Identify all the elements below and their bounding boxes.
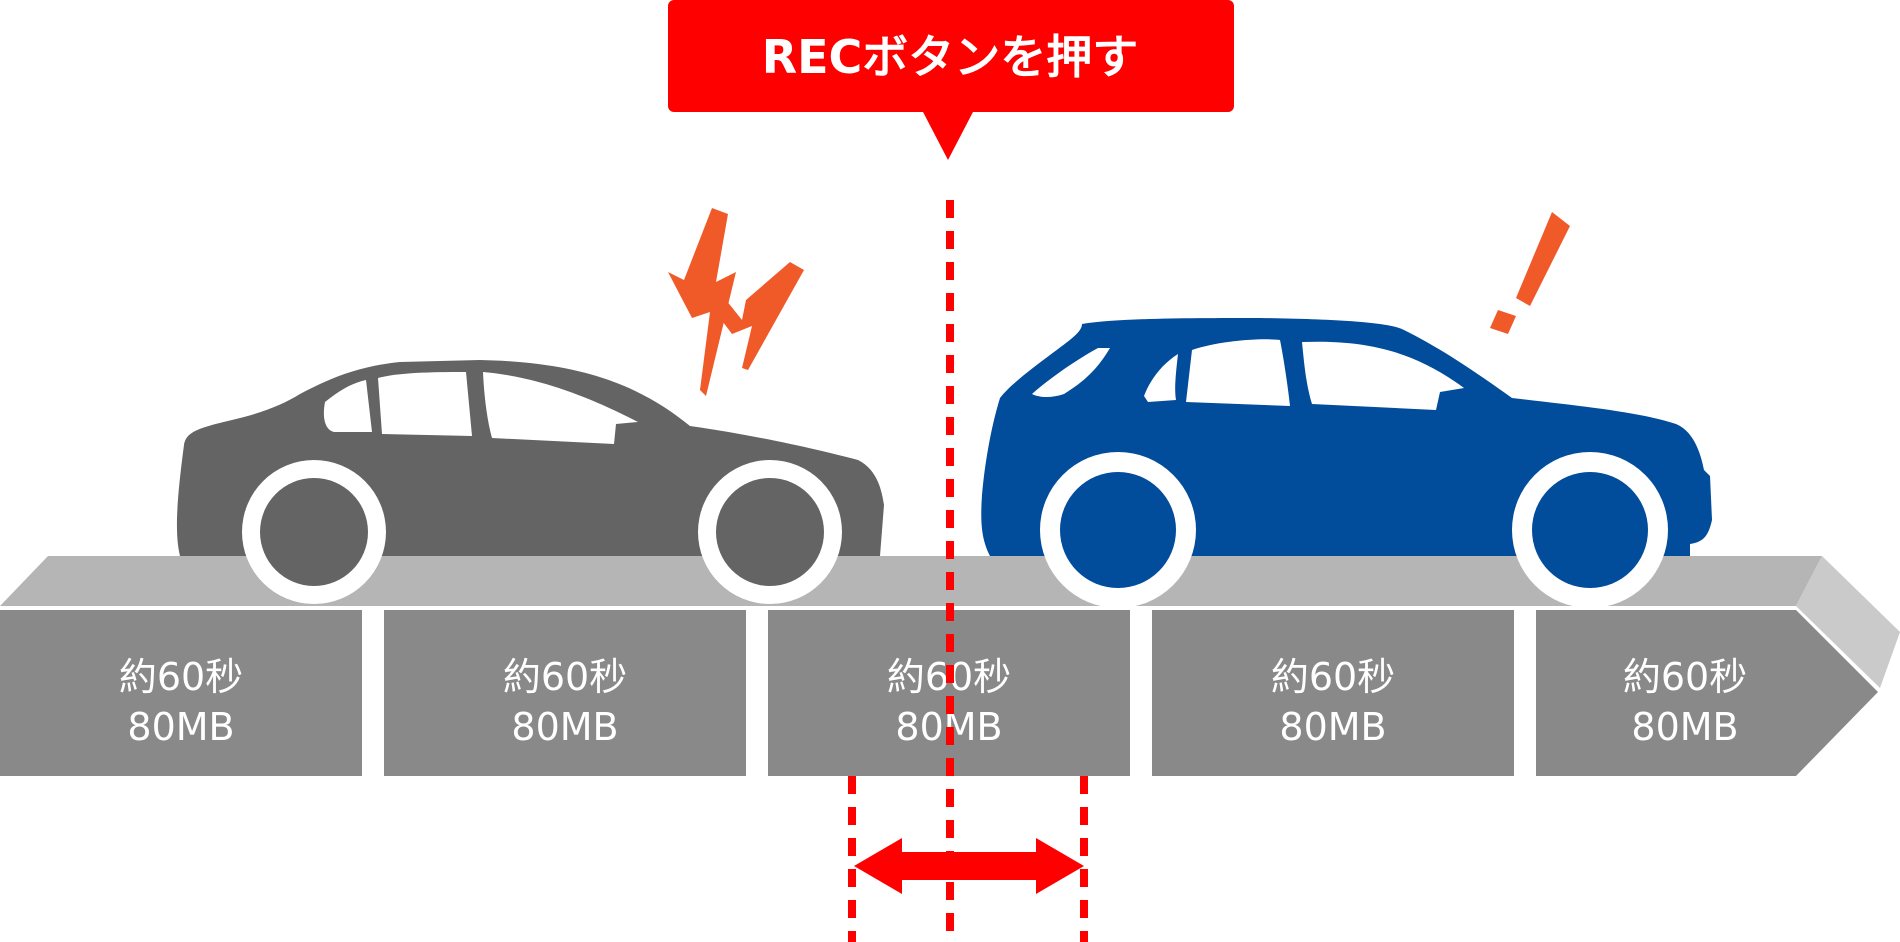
segment-size: 80MB — [1631, 705, 1738, 749]
timeline-segment — [1152, 610, 1514, 776]
front-car-window — [1186, 339, 1290, 406]
rear-car-window — [483, 372, 638, 444]
segment-duration: 約60秒 — [119, 655, 243, 699]
callout-bubble: RECボタンを押す — [668, 0, 1234, 160]
front-car-icon — [981, 318, 1712, 608]
wheel — [260, 478, 368, 586]
double-arrow-icon — [854, 838, 1084, 894]
callout-box — [668, 0, 1234, 112]
timeline-segment-arrowhead — [1536, 610, 1878, 776]
segment-duration: 約60秒 — [503, 655, 627, 699]
segment-duration: 約60秒 — [1623, 655, 1747, 699]
segment-size: 80MB — [1279, 705, 1386, 749]
segment-size: 80MB — [127, 705, 234, 749]
impact-lightning-icon — [668, 208, 804, 396]
timeline-segment — [384, 610, 746, 776]
lightning-bolt — [714, 262, 804, 370]
segment-duration: 約60秒 — [1271, 655, 1395, 699]
callout-pointer — [922, 110, 974, 160]
road-end-cap — [1796, 556, 1900, 688]
front-car-window — [1032, 348, 1110, 397]
exclamation-stroke — [1516, 212, 1570, 306]
rear-car-window — [323, 380, 372, 432]
exclamation-dot — [1490, 310, 1516, 334]
segment-size: 80MB — [511, 705, 618, 749]
wheel — [716, 478, 824, 586]
road-surface — [0, 556, 1822, 606]
exclamation-icon — [1490, 212, 1570, 334]
front-car-window — [1144, 354, 1178, 402]
callout-label: RECボタンを押す — [762, 30, 1139, 84]
wheel — [1060, 472, 1176, 588]
timeline-segment — [0, 610, 362, 776]
front-car-window — [1302, 341, 1464, 410]
segment-labels: 約60秒 80MB 約60秒 80MB 約60秒 80MB 約60秒 80MB … — [119, 655, 1747, 749]
lightning-bolt — [668, 208, 736, 396]
timeline — [0, 610, 1878, 776]
rear-car-window — [378, 372, 472, 436]
wheel — [1532, 472, 1648, 588]
rear-car-icon — [176, 360, 884, 604]
